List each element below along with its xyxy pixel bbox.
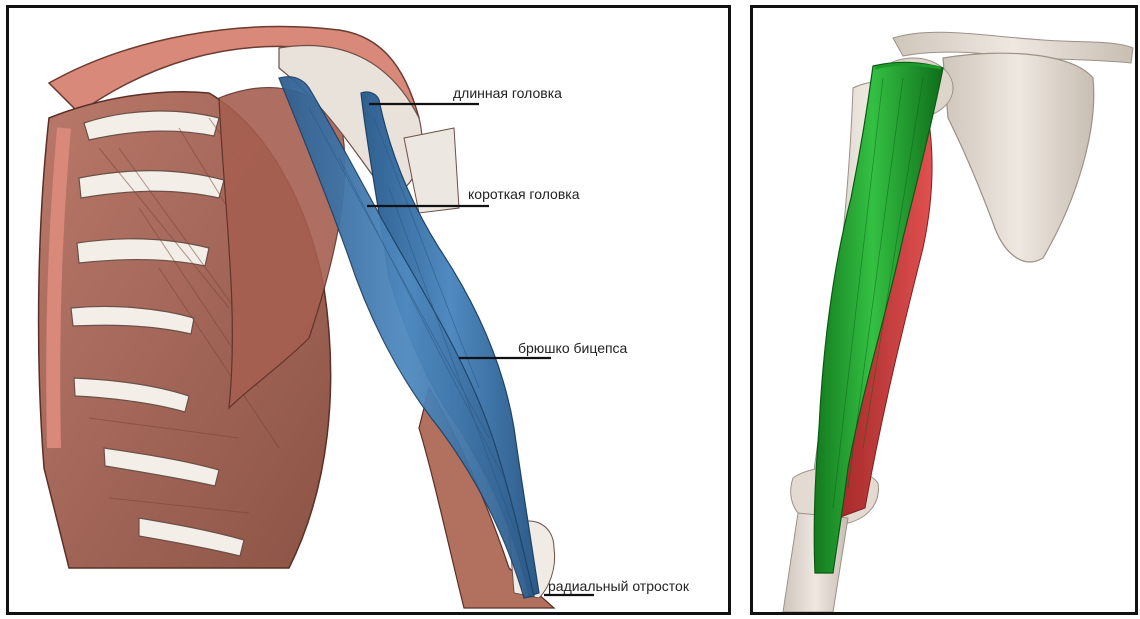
- label-biceps-belly: брюшко бицепса: [518, 340, 628, 356]
- rib-5: [73, 377, 190, 413]
- biceps-fibers-green: [832, 77, 924, 509]
- label-short-head: короткая головка: [468, 186, 580, 202]
- ribs: [70, 110, 245, 557]
- biceps-short-head: [278, 76, 535, 599]
- label-radial-process: радиальный отросток: [548, 578, 689, 594]
- thorax-arm-illustration: [37, 25, 594, 609]
- scapula: [942, 52, 1095, 263]
- left-anatomy-panel: длинная головка короткая головка брюшко …: [6, 5, 731, 615]
- subscapularis: [403, 127, 460, 214]
- right-3d-arm-panel: [750, 5, 1138, 615]
- rib-3: [76, 238, 210, 267]
- biceps-tendons: [874, 62, 942, 70]
- label-long-head: длинная головка: [453, 85, 562, 101]
- biceps-fibers: [308, 107, 515, 529]
- rib-4: [70, 305, 195, 335]
- rib-6: [103, 447, 220, 487]
- rib-2: [78, 170, 225, 199]
- sternal-cartilage: [46, 127, 71, 449]
- biceps-muscle: [813, 61, 944, 574]
- rib-7: [138, 517, 245, 557]
- arm-3d-illustration: [782, 31, 1134, 612]
- pointer-lines: [367, 102, 594, 597]
- rib-1: [83, 110, 220, 141]
